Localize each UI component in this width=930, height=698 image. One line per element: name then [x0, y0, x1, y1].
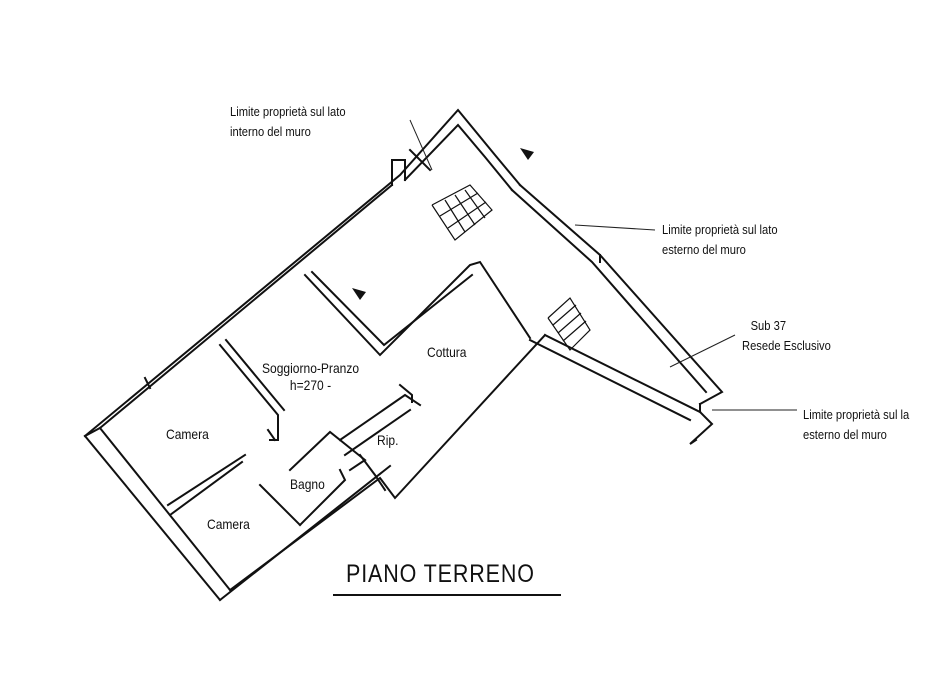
note-exterior-wall-limit-2: Limite proprietà sul la esterno del muro	[803, 405, 909, 445]
note-line: esterno del muro	[803, 427, 887, 442]
interior-walls	[143, 254, 601, 527]
room-storage: Rip.	[377, 432, 399, 448]
note-exterior-wall-limit: Limite proprietà sul lato esterno del mu…	[662, 220, 778, 260]
outer-walls	[83, 108, 724, 602]
note-line: interno del muro	[230, 124, 311, 139]
room-bedroom-1: Camera	[166, 426, 209, 442]
plan-title: PIANO TERRENO	[346, 560, 535, 588]
stairs-lower	[547, 297, 591, 351]
note-line: Resede Esclusivo	[742, 338, 831, 353]
note-line: esterno del muro	[662, 242, 746, 257]
entry-arrow-icon	[520, 148, 534, 160]
title-underline	[333, 594, 561, 596]
stairs-upper	[431, 184, 493, 241]
room-living-dining: Soggiorno-Pranzo h=270 -	[262, 360, 359, 394]
room-name: Soggiorno-Pranzo	[262, 360, 360, 376]
leader-lines	[409, 119, 797, 411]
room-bathroom: Bagno	[290, 476, 325, 492]
note-line: Limite proprietà sul la	[803, 407, 910, 422]
room-height: h=270 -	[289, 377, 332, 393]
room-bedroom-2: Camera	[207, 516, 250, 532]
note-interior-wall-limit: Limite proprietà sul lato interno del mu…	[230, 102, 346, 142]
note-sub-37: Sub 37 Resede Esclusivo	[742, 316, 831, 356]
note-line: Limite proprietà sul lato	[662, 222, 778, 237]
note-line: Sub 37	[750, 318, 787, 333]
entry-arrow-icon	[352, 288, 366, 300]
note-line: Limite proprietà sul lato	[230, 104, 346, 119]
room-kitchen: Cottura	[427, 344, 467, 360]
